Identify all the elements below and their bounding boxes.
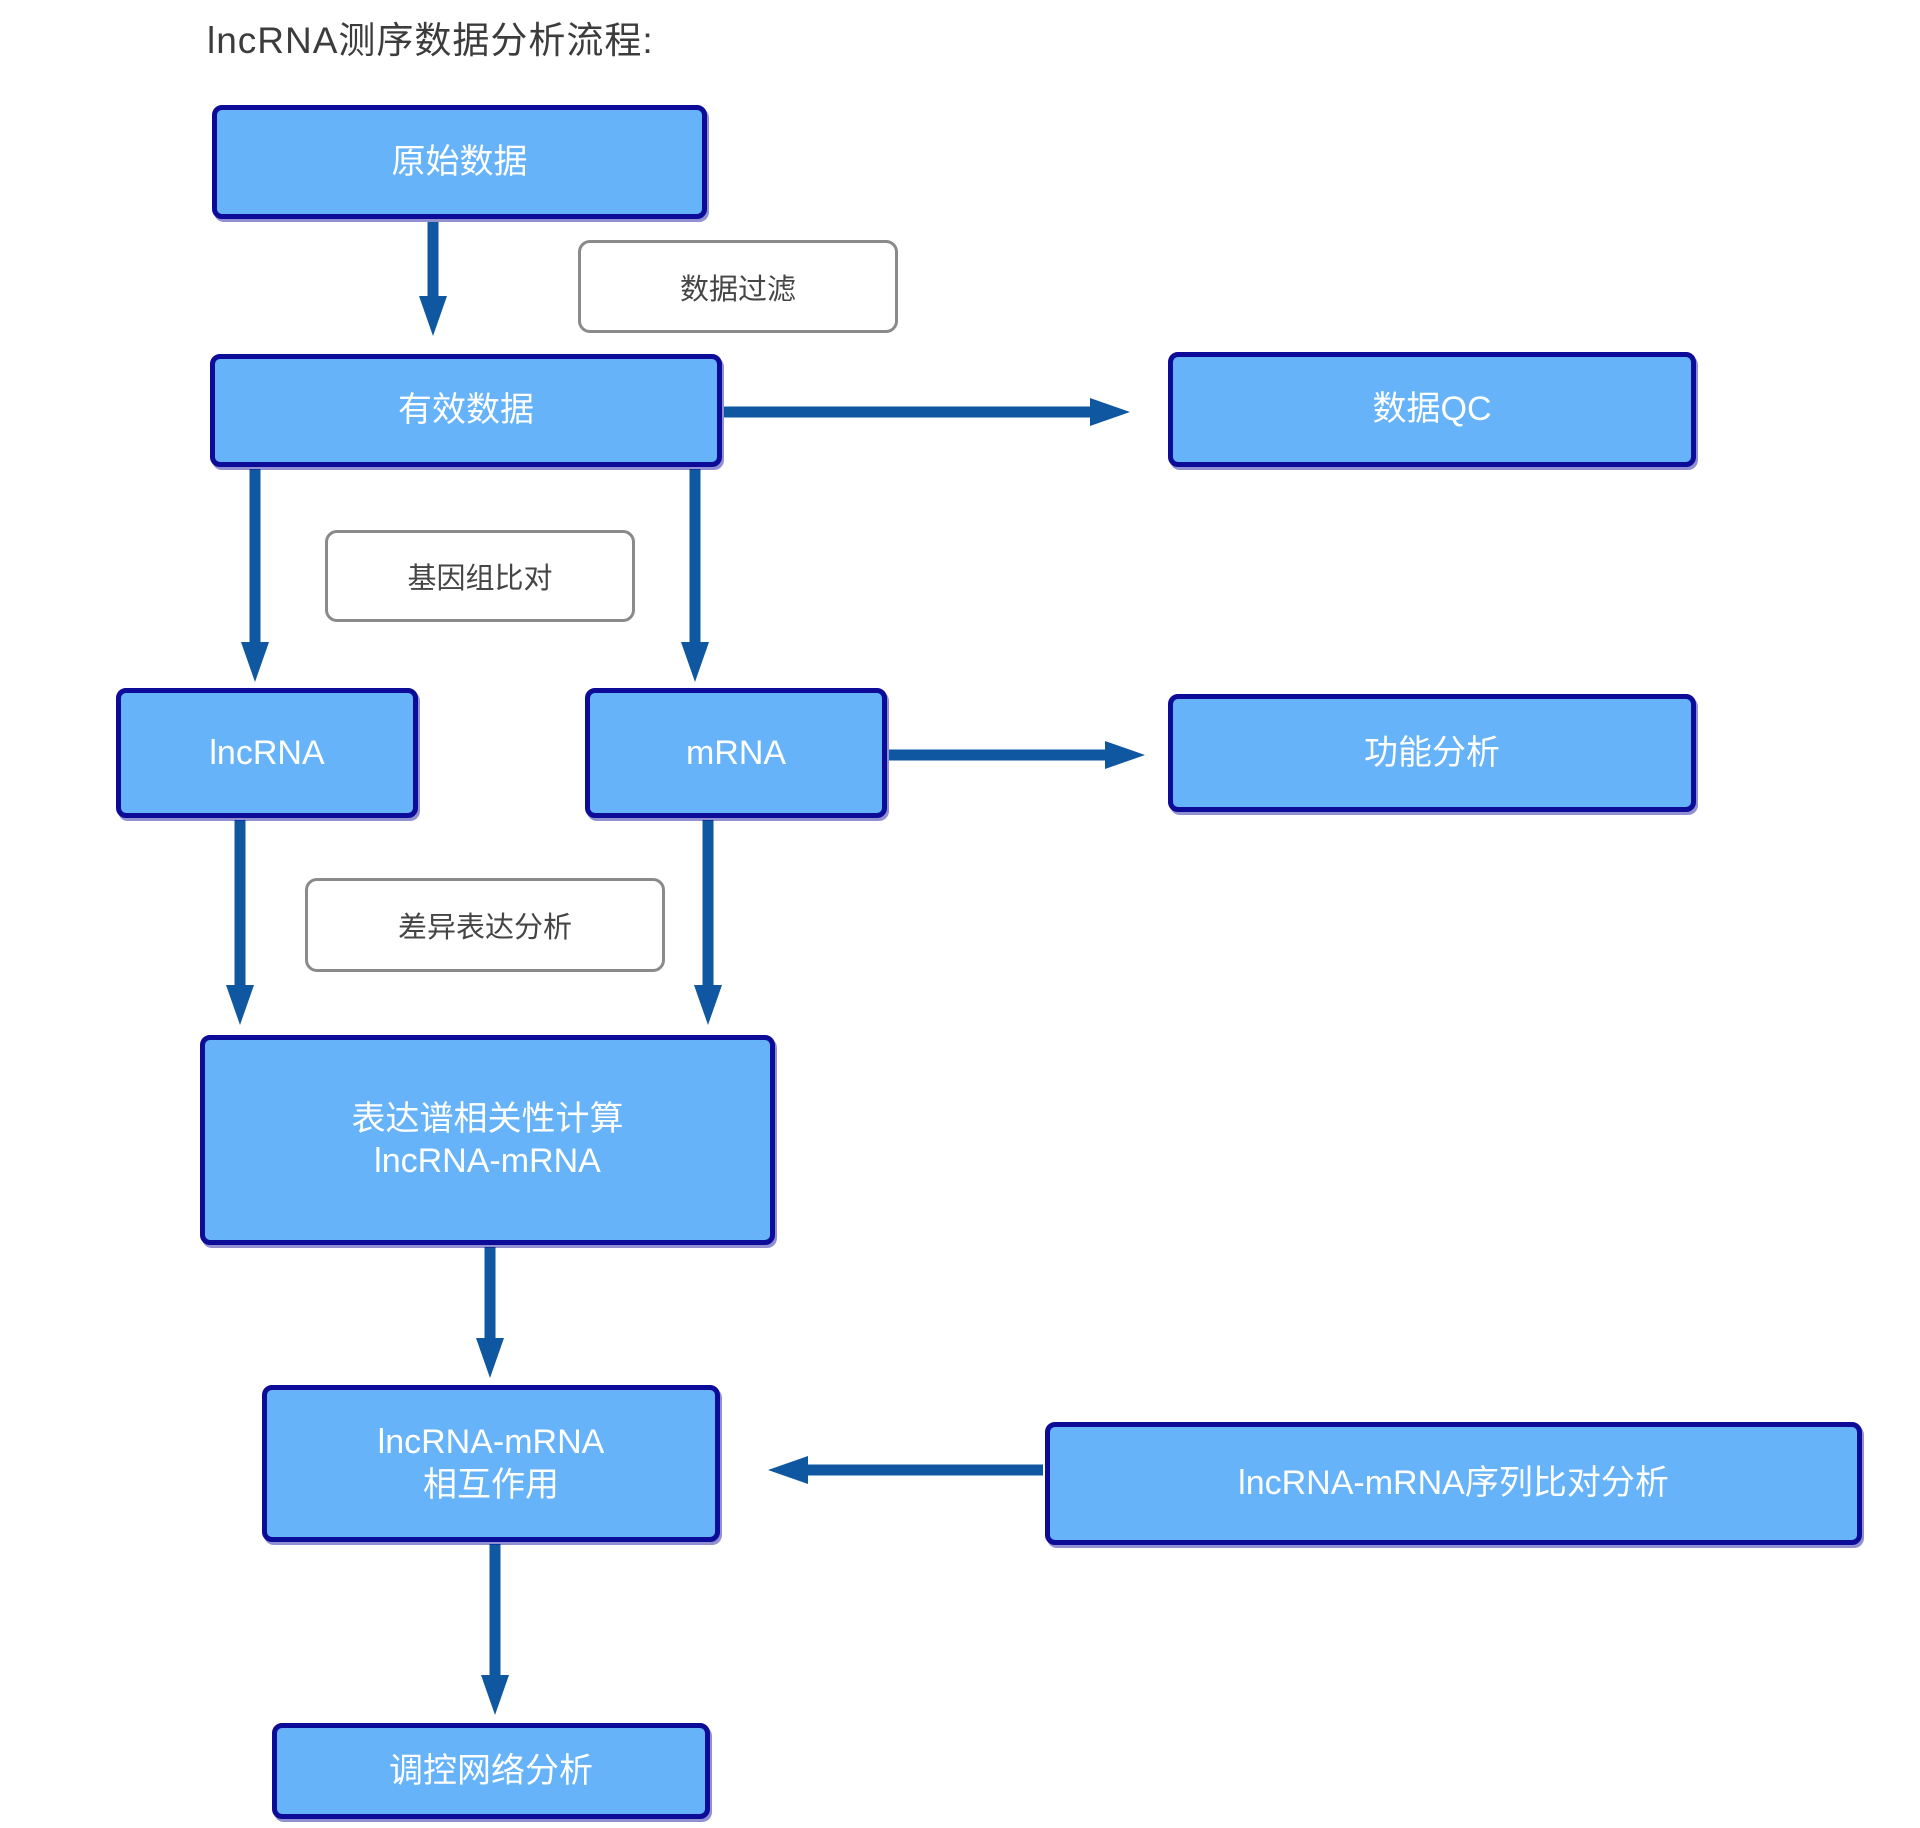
edge-label-data-filter-text: 数据过滤 bbox=[679, 273, 796, 306]
arrow-seqalign-to-interaction bbox=[768, 1456, 1043, 1484]
edge-label-genome-alignment: 基因组比对 bbox=[325, 530, 635, 622]
node-interaction-line2: 相互作用 bbox=[423, 1465, 559, 1504]
arrow-valid-to-mrna bbox=[681, 469, 709, 682]
arrow-mrna-to-correlation bbox=[694, 820, 722, 1025]
node-valid-data: 有效数据 bbox=[210, 354, 722, 467]
node-functional-analysis-label: 功能分析 bbox=[1364, 733, 1500, 772]
edge-label-diff-expression: 差异表达分析 bbox=[305, 878, 665, 972]
edge-label-genome-alignment-text: 基因组比对 bbox=[407, 563, 553, 595]
edge-label-diff-expression-text: 差异表达分析 bbox=[397, 912, 572, 944]
node-correlation-line2: lncRNA-mRNA bbox=[374, 1142, 601, 1180]
arrow-raw-to-valid bbox=[419, 222, 447, 336]
node-raw-data: 原始数据 bbox=[212, 105, 707, 219]
node-lncrna-label: lncRNA bbox=[209, 733, 325, 772]
node-correlation-line1: 表达谱相关性计算 bbox=[351, 1099, 624, 1138]
node-network: 调控网络分析 bbox=[272, 1723, 710, 1819]
node-mrna: mRNA bbox=[585, 688, 887, 818]
arrow-valid-to-qc bbox=[724, 398, 1130, 426]
node-mrna-label: mRNA bbox=[685, 733, 787, 772]
node-functional-analysis: 功能分析 bbox=[1168, 694, 1696, 812]
node-interaction: lncRNA-mRNA 相互作用 bbox=[262, 1385, 720, 1542]
arrow-interaction-to-network bbox=[481, 1544, 509, 1715]
node-seq-alignment-label: lncRNA-mRNA序列比对分析 bbox=[1238, 1464, 1669, 1503]
edge-label-data-filter: 数据过滤 bbox=[578, 240, 898, 333]
node-valid-data-label: 有效数据 bbox=[398, 391, 534, 430]
arrow-correlation-to-interaction bbox=[476, 1247, 504, 1378]
node-correlation: 表达谱相关性计算 lncRNA-mRNA bbox=[200, 1035, 775, 1245]
node-data-qc-label: 数据QC bbox=[1372, 390, 1492, 429]
arrow-valid-to-lncrna bbox=[241, 469, 269, 682]
page-title: lncRNA测序数据分析流程: bbox=[207, 20, 654, 61]
arrow-lncrna-to-correlation bbox=[226, 820, 254, 1025]
node-network-label: 调控网络分析 bbox=[389, 1751, 593, 1790]
node-seq-alignment: lncRNA-mRNA序列比对分析 bbox=[1045, 1422, 1862, 1545]
node-data-qc: 数据QC bbox=[1168, 352, 1696, 467]
node-raw-data-label: 原始数据 bbox=[391, 142, 528, 181]
node-lncrna: lncRNA bbox=[116, 688, 418, 818]
node-interaction-line1: lncRNA-mRNA bbox=[377, 1423, 605, 1461]
arrow-mrna-to-functional bbox=[889, 741, 1145, 769]
